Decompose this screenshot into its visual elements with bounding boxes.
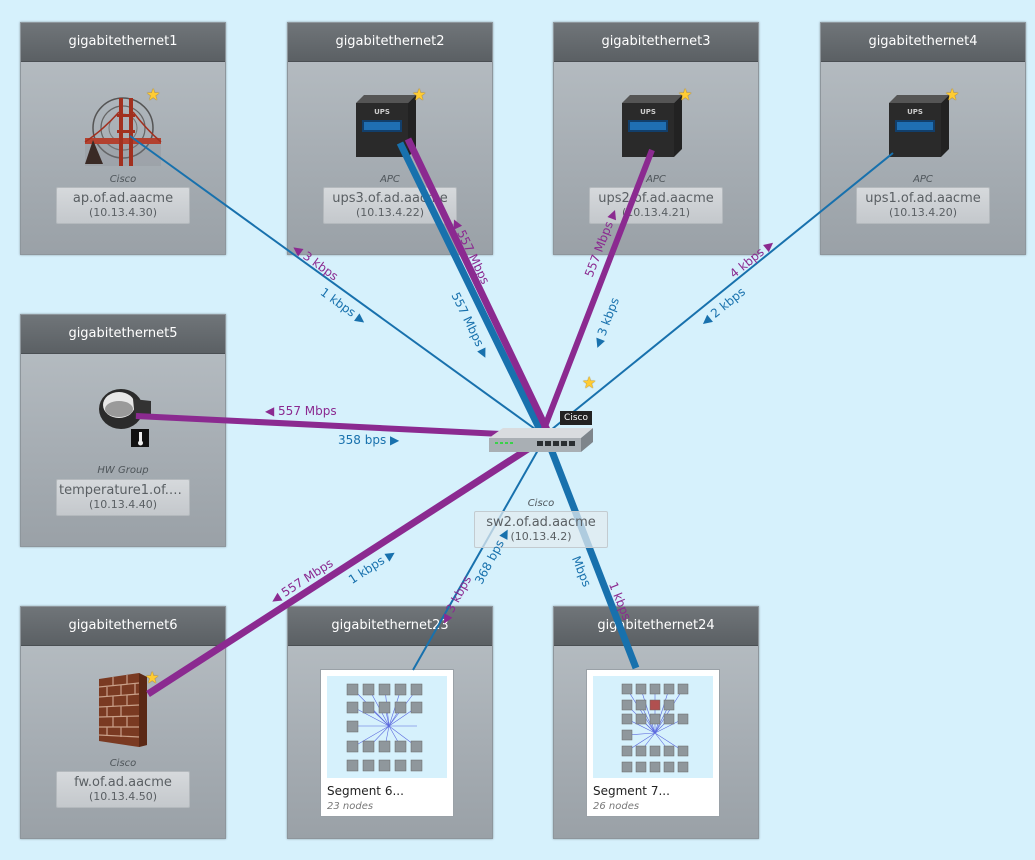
favorite-star-icon: ★ — [678, 85, 693, 104]
port-panel-gi4[interactable]: gigabitethernet4 UPS APC ups1.of.ad.aacm… — [820, 22, 1026, 255]
node-label[interactable]: fw.of.ad.aacme (10.13.4.50) — [56, 771, 190, 808]
port-panel-gi1[interactable]: gigabitethernet1 Cisco ap.of.ad.aacme (1… — [20, 22, 226, 255]
segment-card[interactable]: Segment 7... 26 nodes — [586, 669, 720, 817]
node-label[interactable]: ups1.of.ad.aacme (10.13.4.20) — [856, 187, 990, 224]
link-label: 1 kbps ▶ — [317, 285, 369, 328]
port-title: gigabitethernet24 — [554, 607, 758, 646]
segment-thumbnail-icon — [593, 676, 713, 778]
favorite-star-icon: ★ — [412, 85, 427, 104]
segment-node-count: 26 nodes — [593, 801, 640, 812]
center-node-label[interactable]: sw2.of.ad.aacme (10.13.4.2) — [474, 511, 608, 548]
ups-text: UPS — [907, 108, 923, 116]
link-label: 1 kbps ▶ — [346, 546, 399, 587]
firewall-icon — [98, 673, 147, 747]
favorite-star-icon: ★ — [945, 85, 960, 104]
link-label: Mbps — [569, 554, 594, 589]
node-name: fw.of.ad.aacme — [74, 775, 172, 790]
segment-card[interactable]: Segment 6... 23 nodes — [320, 669, 454, 817]
segment-panel-gi23[interactable]: gigabitethernet23 — [287, 606, 493, 839]
node-label[interactable]: ups3.of.ad.aacme (10.13.4.22) — [323, 187, 457, 224]
favorite-star-icon: ★ — [145, 668, 160, 687]
vendor-label: APC — [380, 174, 400, 185]
ups-icon: UPS — [889, 95, 949, 157]
port-panel-gi3[interactable]: gigabitethernet3 UPS APC ups2.of.ad.aacm… — [553, 22, 759, 255]
vendor-label: Cisco — [109, 174, 137, 185]
link-label: 358 bps ▶ — [338, 433, 400, 447]
node-ip: (10.13.4.22) — [355, 206, 425, 219]
node-ip: (10.13.4.20) — [888, 206, 958, 219]
link-label: ◀ 557 Mbps — [265, 404, 337, 418]
node-name: ups3.of.ad.aacme — [332, 191, 448, 206]
segment-node-count: 23 nodes — [327, 801, 374, 812]
port-panel-gi2[interactable]: gigabitethernet2 UPS APC ups3.of.ad.aacm… — [287, 22, 493, 255]
center-node-ip: (10.13.4.2) — [510, 530, 572, 543]
port-title: gigabitethernet23 — [288, 607, 492, 646]
temperature-sensor-icon — [99, 389, 151, 447]
ups-icon: UPS — [622, 95, 682, 157]
favorite-star-icon: ★ — [582, 373, 597, 392]
node-label[interactable]: temperature1.of.a... (10.13.4.40) — [56, 479, 190, 516]
link-label: ◀ 2 kbps — [698, 284, 748, 329]
segment-name: Segment 7... — [593, 784, 670, 798]
link-label: 557 Mbps ▶ — [448, 290, 493, 361]
port-panel-gi5[interactable]: gigabitethernet5 HW Group temperature1.o… — [20, 314, 226, 547]
port-title: gigabitethernet5 — [21, 315, 225, 354]
vendor-label: APC — [913, 174, 933, 185]
center-vendor-label: Cisco — [527, 498, 555, 509]
node-label[interactable]: ap.of.ad.aacme (10.13.4.30) — [56, 187, 190, 224]
favorite-star-icon: ★ — [146, 85, 161, 104]
port-title: gigabitethernet2 — [288, 23, 492, 62]
node-name: ap.of.ad.aacme — [72, 191, 174, 206]
vendor-label: Cisco — [109, 758, 137, 769]
node-name: ups1.of.ad.aacme — [865, 191, 981, 206]
ups-text: UPS — [374, 108, 390, 116]
node-label[interactable]: ups2.of.ad.aacme (10.13.4.21) — [589, 187, 723, 224]
network-switch-icon[interactable] — [485, 424, 595, 456]
node-name: temperature1.of.a... — [59, 483, 187, 498]
segment-thumbnail-icon — [327, 676, 447, 778]
node-ip: (10.13.4.21) — [621, 206, 691, 219]
ups-text: UPS — [640, 108, 656, 116]
link-label: ◀ 3 kbps — [590, 295, 623, 351]
link-label: ◀ 557 Mbps — [268, 555, 336, 607]
port-title: gigabitethernet1 — [21, 23, 225, 62]
node-ip: (10.13.4.50) — [88, 790, 158, 803]
port-panel-gi6[interactable]: gigabitethernet6 Cisco fw.of.ad. — [20, 606, 226, 839]
node-ip: (10.13.4.40) — [88, 498, 158, 511]
vendor-label: HW Group — [97, 465, 149, 476]
vendor-label: APC — [646, 174, 666, 185]
port-title: gigabitethernet3 — [554, 23, 758, 62]
node-ip: (10.13.4.30) — [88, 206, 158, 219]
ups-icon: UPS — [356, 95, 416, 157]
port-title: gigabitethernet6 — [21, 607, 225, 646]
segment-name: Segment 6... — [327, 784, 404, 798]
segment-panel-gi24[interactable]: gigabitethernet24 — [553, 606, 759, 839]
center-node-name: sw2.of.ad.aacme — [486, 515, 596, 530]
port-title: gigabitethernet4 — [821, 23, 1025, 62]
vendor-badge: Cisco — [560, 411, 592, 425]
node-name: ups2.of.ad.aacme — [598, 191, 714, 206]
